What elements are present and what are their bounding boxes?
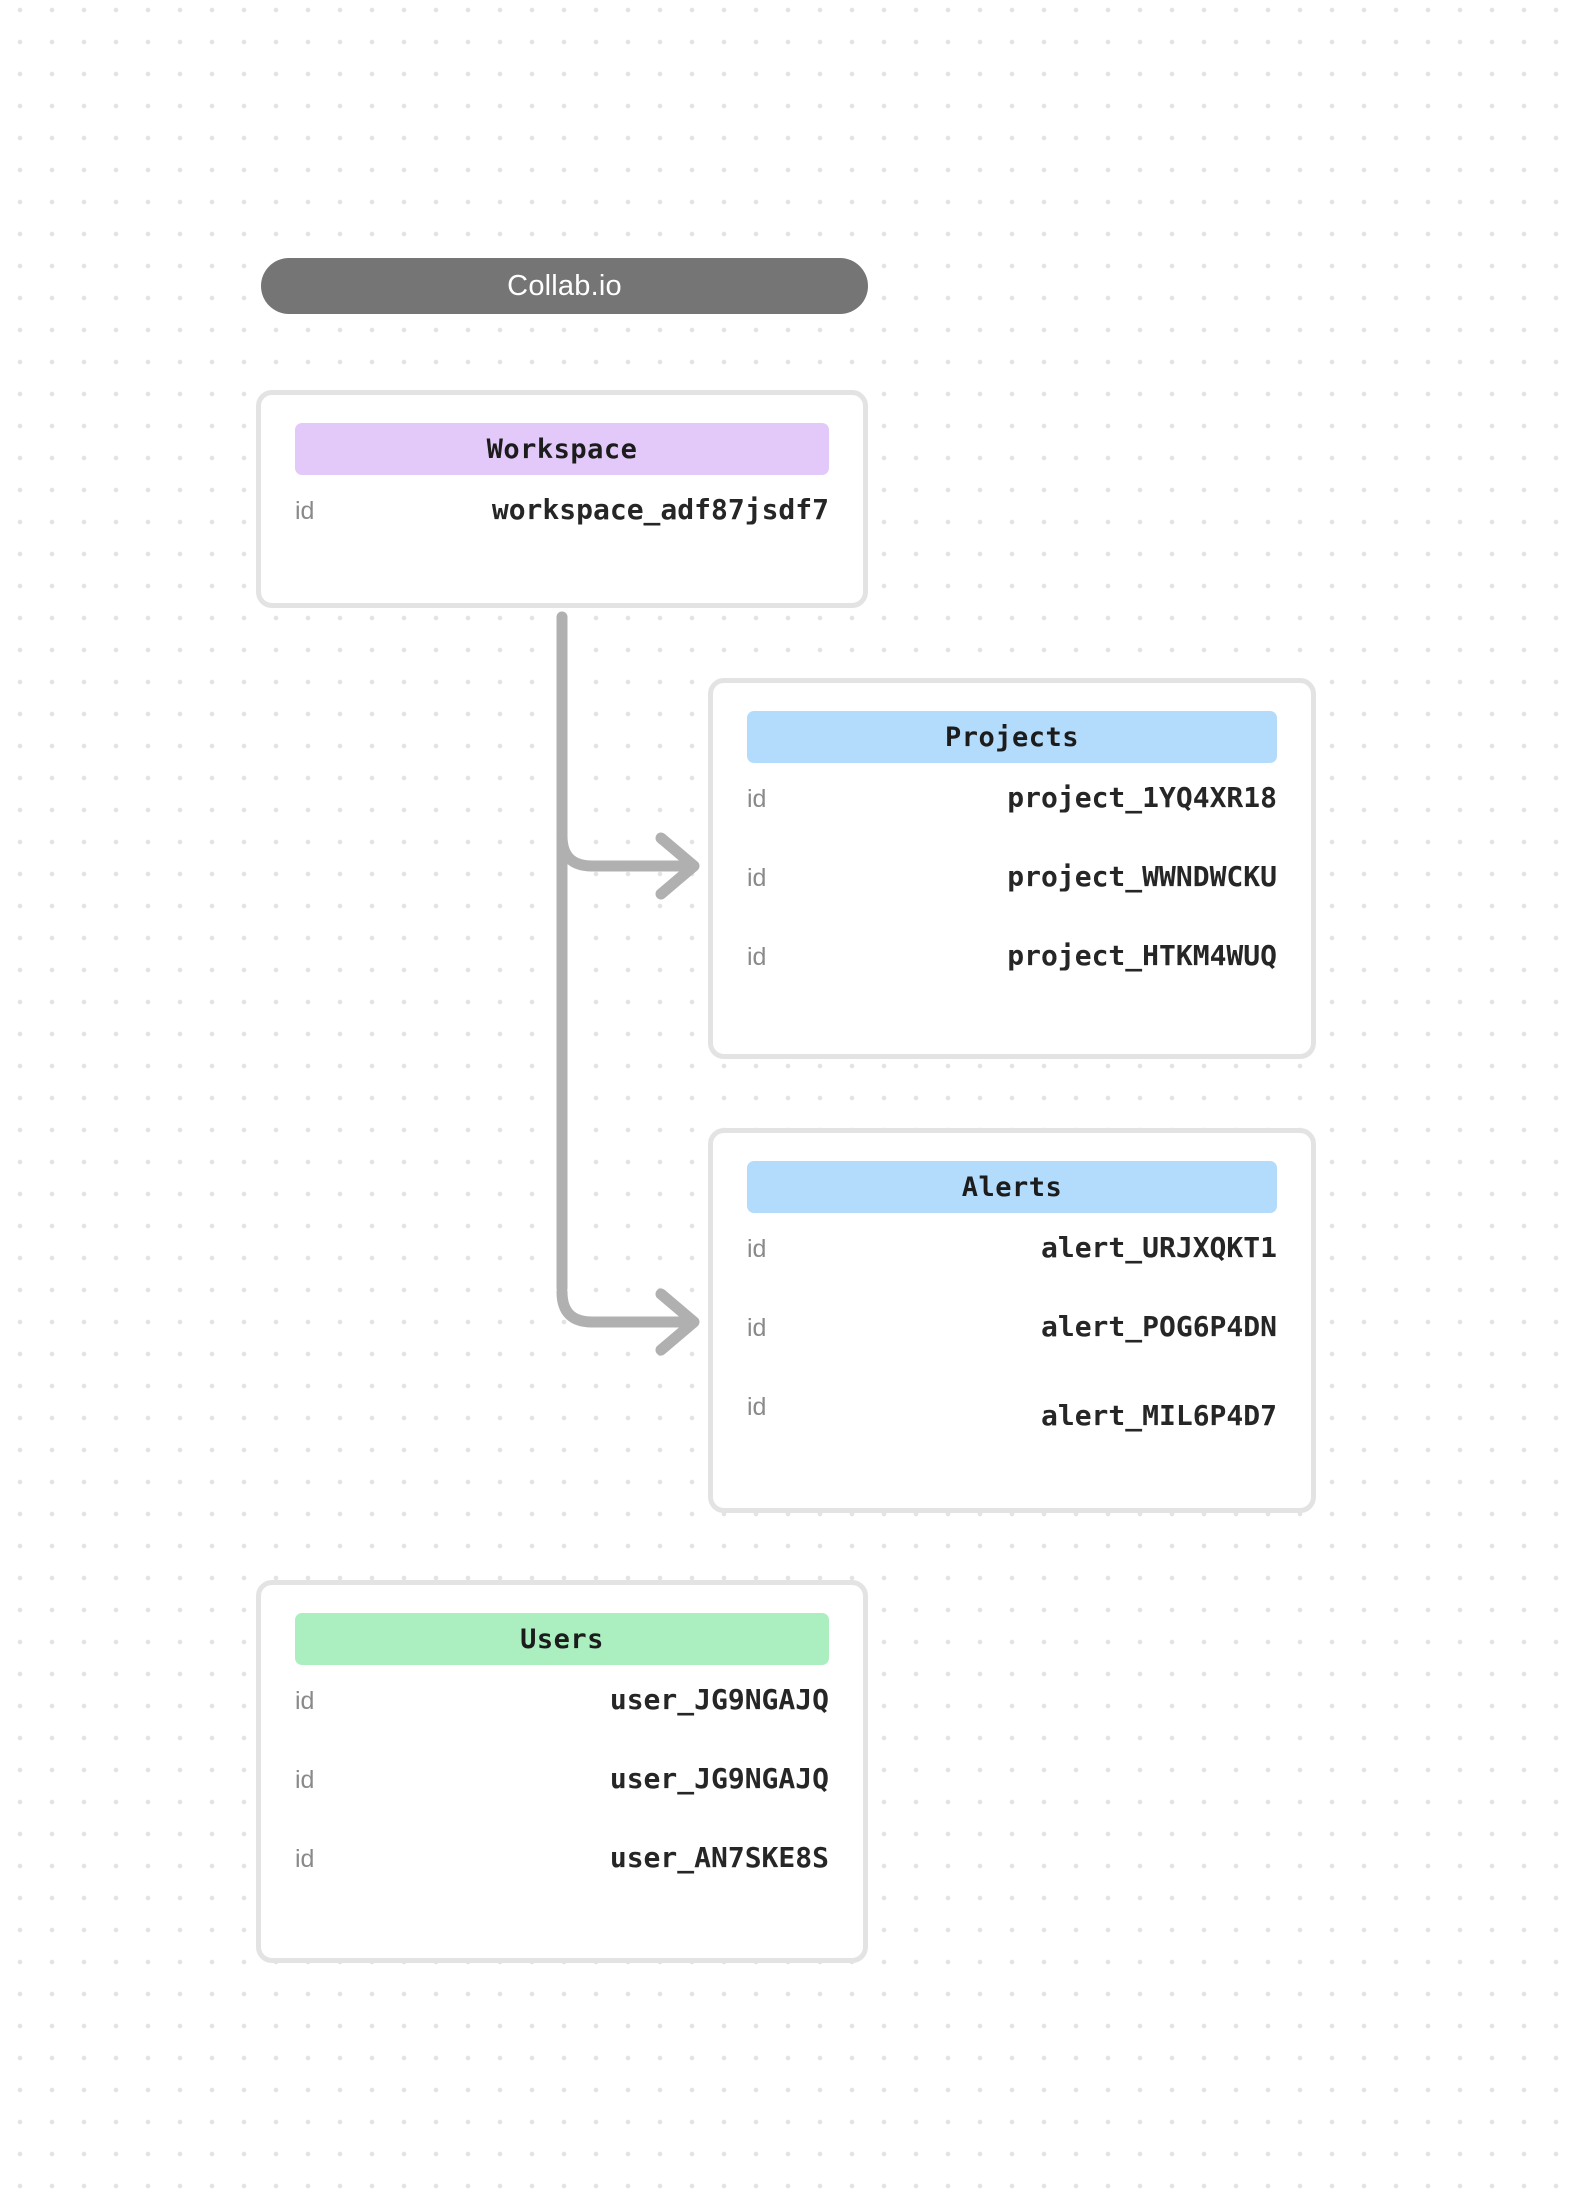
row-value: workspace_adf87jsdf7 (491, 493, 829, 526)
row-key: id (295, 1687, 315, 1715)
table-row[interactable]: id workspace_adf87jsdf7 (295, 493, 829, 563)
entity-card-users[interactable]: Users id user_JG9NGAJQ id user_JG9NGAJQ … (256, 1580, 868, 1963)
entity-header-users: Users (295, 1613, 829, 1665)
row-value: project_HTKM4WUQ (1007, 939, 1277, 972)
entity-header-projects: Projects (747, 711, 1277, 763)
table-row[interactable]: id alert_MIL6P4D7 (747, 1389, 1277, 1468)
entity-header-workspace: Workspace (295, 423, 829, 475)
table-row[interactable]: id project_WWNDWCKU (747, 860, 1277, 939)
row-value: project_WWNDWCKU (1007, 860, 1277, 893)
entity-card-projects[interactable]: Projects id project_1YQ4XR18 id project_… (708, 678, 1316, 1059)
row-key: id (295, 1766, 315, 1794)
row-value: alert_POG6P4DN (1040, 1310, 1277, 1343)
table-row[interactable]: id user_JG9NGAJQ (295, 1762, 829, 1841)
entity-title-users: Users (520, 1623, 604, 1655)
row-value: user_AN7SKE8S (609, 1841, 829, 1874)
row-value: user_JG9NGAJQ (609, 1762, 829, 1795)
row-key: id (747, 1393, 767, 1421)
connector-branch-alerts (556, 1286, 696, 1328)
row-key: id (747, 785, 767, 813)
row-value: user_JG9NGAJQ (609, 1683, 829, 1716)
entity-card-workspace[interactable]: Workspace id workspace_adf87jsdf7 (256, 390, 868, 608)
entity-rows-alerts: id alert_URJXQKT1 id alert_POG6P4DN id a… (747, 1231, 1277, 1468)
app-title-label: Collab.io (507, 269, 622, 302)
row-key: id (747, 943, 767, 971)
table-row[interactable]: id alert_URJXQKT1 (747, 1231, 1277, 1310)
row-key: id (295, 497, 315, 525)
table-row[interactable]: id project_HTKM4WUQ (747, 939, 1277, 1018)
entity-title-projects: Projects (944, 721, 1080, 753)
table-row[interactable]: id user_JG9NGAJQ (295, 1683, 829, 1762)
entity-rows-workspace: id workspace_adf87jsdf7 (295, 493, 829, 563)
row-value: project_1YQ4XR18 (1007, 781, 1277, 814)
table-row[interactable]: id alert_POG6P4DN (747, 1310, 1277, 1389)
arrowhead-alerts (655, 1288, 700, 1356)
row-key: id (747, 1314, 767, 1342)
entity-rows-projects: id project_1YQ4XR18 id project_WWNDWCKU … (747, 781, 1277, 1018)
connector-branch-projects (556, 830, 696, 872)
entity-title-workspace: Workspace (486, 433, 638, 465)
entity-rows-users: id user_JG9NGAJQ id user_JG9NGAJQ id use… (295, 1683, 829, 1920)
table-row[interactable]: id user_AN7SKE8S (295, 1841, 829, 1920)
entity-header-alerts: Alerts (747, 1161, 1277, 1213)
row-value: alert_MIL6P4D7 (1040, 1399, 1277, 1432)
arrowhead-projects (655, 832, 700, 900)
row-key: id (747, 1235, 767, 1263)
entity-title-alerts: Alerts (961, 1171, 1063, 1203)
row-key: id (747, 864, 767, 892)
table-row[interactable]: id project_1YQ4XR18 (747, 781, 1277, 860)
entity-card-alerts[interactable]: Alerts id alert_URJXQKT1 id alert_POG6P4… (708, 1128, 1316, 1513)
row-value: alert_URJXQKT1 (1040, 1231, 1277, 1264)
row-key: id (295, 1845, 315, 1873)
app-title-pill: Collab.io (261, 258, 868, 314)
